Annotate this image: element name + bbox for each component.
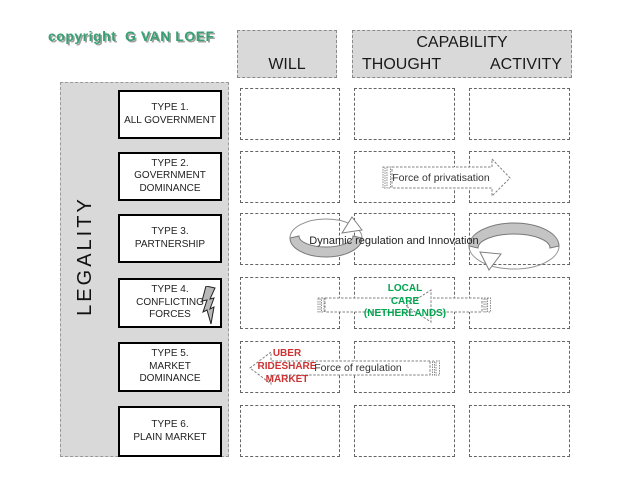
grid-cell: [469, 88, 570, 140]
type-4-line: TYPE 4.: [151, 284, 189, 296]
type-5-line: TYPE 5.: [151, 348, 189, 360]
thought-label: THOUGHT: [362, 56, 442, 73]
local-care-line: CARE: [390, 295, 420, 307]
type-1-line: ALL GOVERNMENT: [124, 114, 216, 126]
uber-line: MARKET: [265, 374, 309, 385]
local-care-netherlands-label: LOCAL CARE (NETHERLANDS): [354, 283, 456, 321]
type-2-line: TYPE 2.: [151, 157, 189, 169]
type-box-2: TYPE 2. GOVERNMENT DOMINANCE: [118, 152, 222, 201]
uber-line: UBER: [272, 348, 302, 359]
will-label: WILL: [268, 56, 306, 73]
type-2-line: DOMINANCE: [139, 182, 201, 194]
grid-cell: [469, 405, 570, 457]
type-3-line: PARTNERSHIP: [134, 238, 206, 250]
legality-axis-label: LEGALITY: [74, 196, 96, 316]
local-care-line: LOCAL: [387, 283, 423, 294]
capability-header: CAPABILITY THOUGHT ACTIVITY: [352, 30, 572, 78]
local-care-line: (NETHERLANDS): [363, 308, 447, 319]
lightning-icon: [201, 286, 216, 325]
grid-cell: [469, 341, 570, 393]
type-4-line: FORCES: [149, 309, 191, 321]
legality-panel: [60, 82, 229, 457]
type-2-line: GOVERNMENT: [134, 170, 206, 182]
grid-cell: [240, 88, 340, 140]
type-box-5: TYPE 5. MARKET DOMINANCE: [118, 342, 222, 392]
type-5-line: MARKET: [149, 360, 191, 372]
type-6-line: TYPE 6.: [151, 419, 189, 430]
type-box-6: TYPE 6. PLAIN MARKET: [118, 406, 222, 457]
capability-label: CAPABILITY: [416, 34, 508, 51]
force-of-privatisation-label: Force of privatisation: [392, 172, 490, 184]
copyright-text: copyright G VAN LOEF: [48, 28, 215, 44]
type-box-3: TYPE 3. PARTNERSHIP: [118, 214, 222, 263]
grid-cell: [240, 277, 340, 329]
type-4-line: CONFLICTING: [136, 296, 204, 308]
dynamic-regulation-label: Dynamic regulation and Innovation: [309, 235, 479, 247]
grid-cell: [354, 88, 455, 140]
type-5-line: DOMINANCE: [139, 373, 201, 385]
grid-cell: [240, 151, 340, 203]
type-3-line: TYPE 3.: [151, 226, 189, 237]
type-box-4: TYPE 4. CONFLICTING FORCES: [118, 278, 222, 328]
grid-cell: [469, 277, 570, 329]
type-1-line: TYPE 1.: [151, 102, 189, 113]
type-box-1: TYPE 1. ALL GOVERNMENT: [118, 90, 222, 139]
activity-label: ACTIVITY: [489, 56, 562, 73]
grid-cell: [354, 405, 455, 457]
will-header: WILL: [237, 30, 337, 78]
grid-cell: [240, 405, 340, 457]
type-6-line: PLAIN MARKET: [133, 431, 207, 443]
force-of-regulation-label: Force of regulation: [314, 362, 402, 374]
